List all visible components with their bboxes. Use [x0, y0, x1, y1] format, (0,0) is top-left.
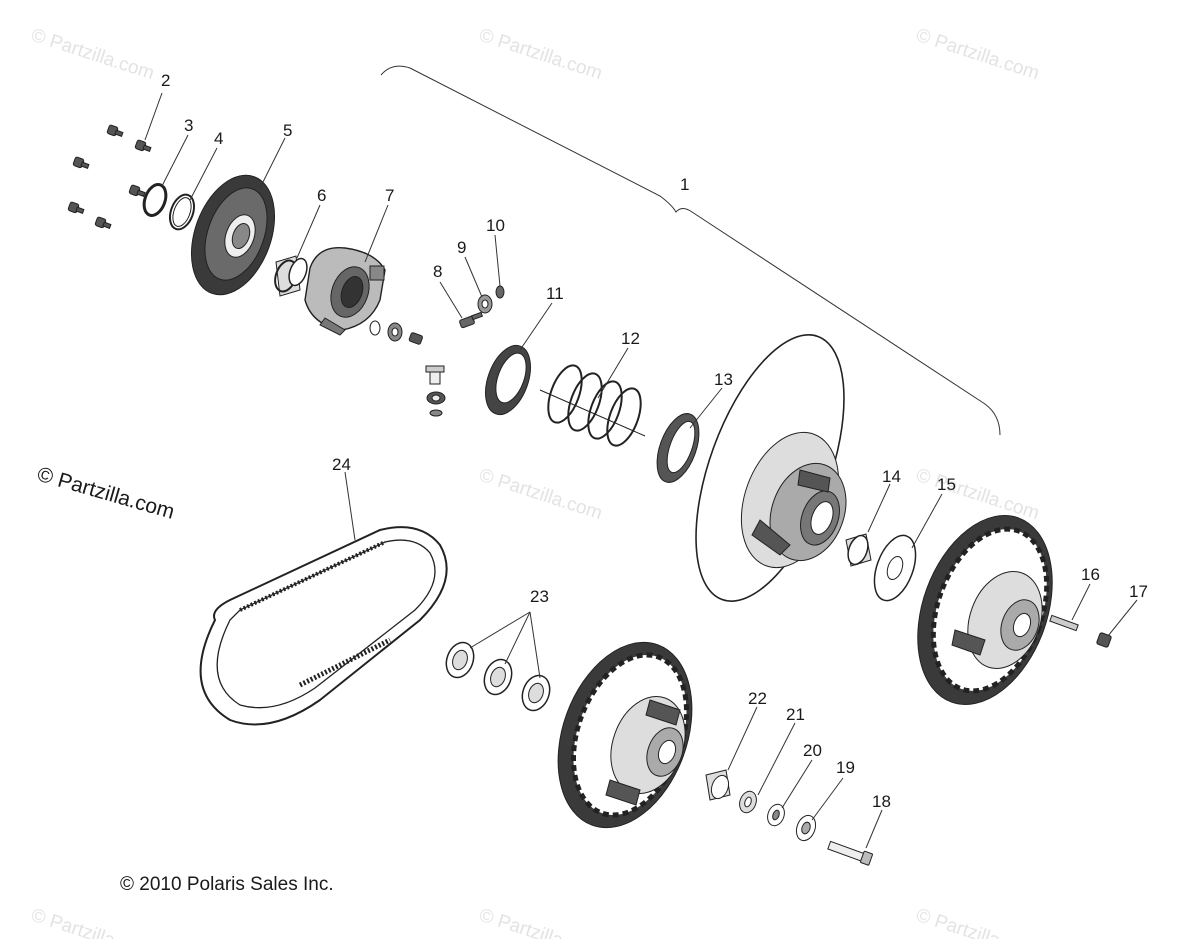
o-ring-part-4	[168, 193, 196, 231]
fixed-sheave-right	[917, 515, 1053, 705]
washer-part-21	[739, 790, 757, 814]
callout-3: 3	[184, 116, 193, 135]
washers-part-23	[445, 641, 551, 712]
washer-part-10	[495, 285, 505, 299]
callout-labels: 2 3 4 5 6 7 8 9 10 11 12 13 1 14 15 16 1…	[161, 71, 1148, 811]
washer-part-19	[795, 814, 817, 842]
spider-part-7	[304, 246, 386, 336]
callout-1: 1	[680, 175, 689, 194]
watermark-top-left: © Partzilla.com	[28, 25, 156, 85]
watermark-mid-right: © Partzilla.com	[913, 465, 1041, 525]
callout-14: 14	[882, 467, 901, 486]
nut-part-17	[1096, 632, 1112, 648]
snap-ring-part-3	[142, 183, 168, 217]
screw-part-8	[459, 311, 484, 329]
watermark-top-right: © Partzilla.com	[913, 25, 1041, 85]
callout-10: 10	[486, 216, 505, 235]
washer-part-15	[873, 534, 917, 602]
watermark-mid-center: © Partzilla.com	[476, 465, 604, 525]
callout-11: 11	[546, 284, 564, 303]
callout-5: 5	[283, 121, 292, 140]
watermark-top-center: © Partzilla.com	[476, 25, 604, 85]
pin-part-16	[1049, 614, 1079, 632]
callout-15: 15	[937, 475, 956, 494]
callout-22: 22	[748, 689, 767, 708]
bushing-part-22	[705, 769, 731, 801]
watermark-main: © Partzilla.com	[35, 463, 177, 524]
screws-part-2	[67, 124, 152, 229]
cover-part-5	[190, 174, 276, 296]
bolt-hardware	[425, 365, 446, 417]
callout-4: 4	[214, 129, 223, 148]
callout-19: 19	[836, 758, 855, 777]
leader-lines	[144, 92, 1138, 849]
seal-part-13	[656, 413, 700, 483]
watermark-bottom-left: © Partzilla.com	[28, 905, 156, 939]
fixed-sheave-bottom	[557, 641, 693, 829]
watermark-bottom-right: © Partzilla.com	[913, 905, 1041, 939]
callout-2: 2	[161, 71, 170, 90]
callout-24: 24	[332, 455, 351, 474]
bushing-part-14	[845, 533, 872, 567]
watermark-bottom-center: © Partzilla.com	[476, 905, 604, 939]
bushing-part-6	[274, 255, 308, 297]
callout-21: 21	[786, 705, 805, 724]
callout-9: 9	[457, 238, 466, 257]
callout-7: 7	[385, 186, 394, 205]
copyright-notice: © 2010 Polaris Sales Inc.	[120, 874, 334, 895]
callout-17: 17	[1129, 582, 1148, 601]
drive-belt-part-24	[199, 526, 448, 726]
spring-part-12	[539, 364, 646, 447]
seal-part-11	[485, 344, 531, 416]
washer-part-20	[767, 803, 785, 827]
moveable-sheave	[695, 334, 847, 602]
spider-hardware	[369, 320, 423, 345]
callout-23: 23	[530, 587, 549, 606]
callout-6: 6	[317, 186, 326, 205]
callout-13: 13	[714, 370, 733, 389]
callout-20: 20	[803, 741, 822, 760]
callout-8: 8	[433, 262, 442, 281]
callout-16: 16	[1081, 565, 1100, 584]
bolt-part-18	[827, 840, 873, 866]
bracket-assembly-1	[380, 65, 1001, 436]
callout-18: 18	[872, 792, 891, 811]
callout-12: 12	[621, 329, 640, 348]
roller-part-9	[477, 294, 493, 314]
